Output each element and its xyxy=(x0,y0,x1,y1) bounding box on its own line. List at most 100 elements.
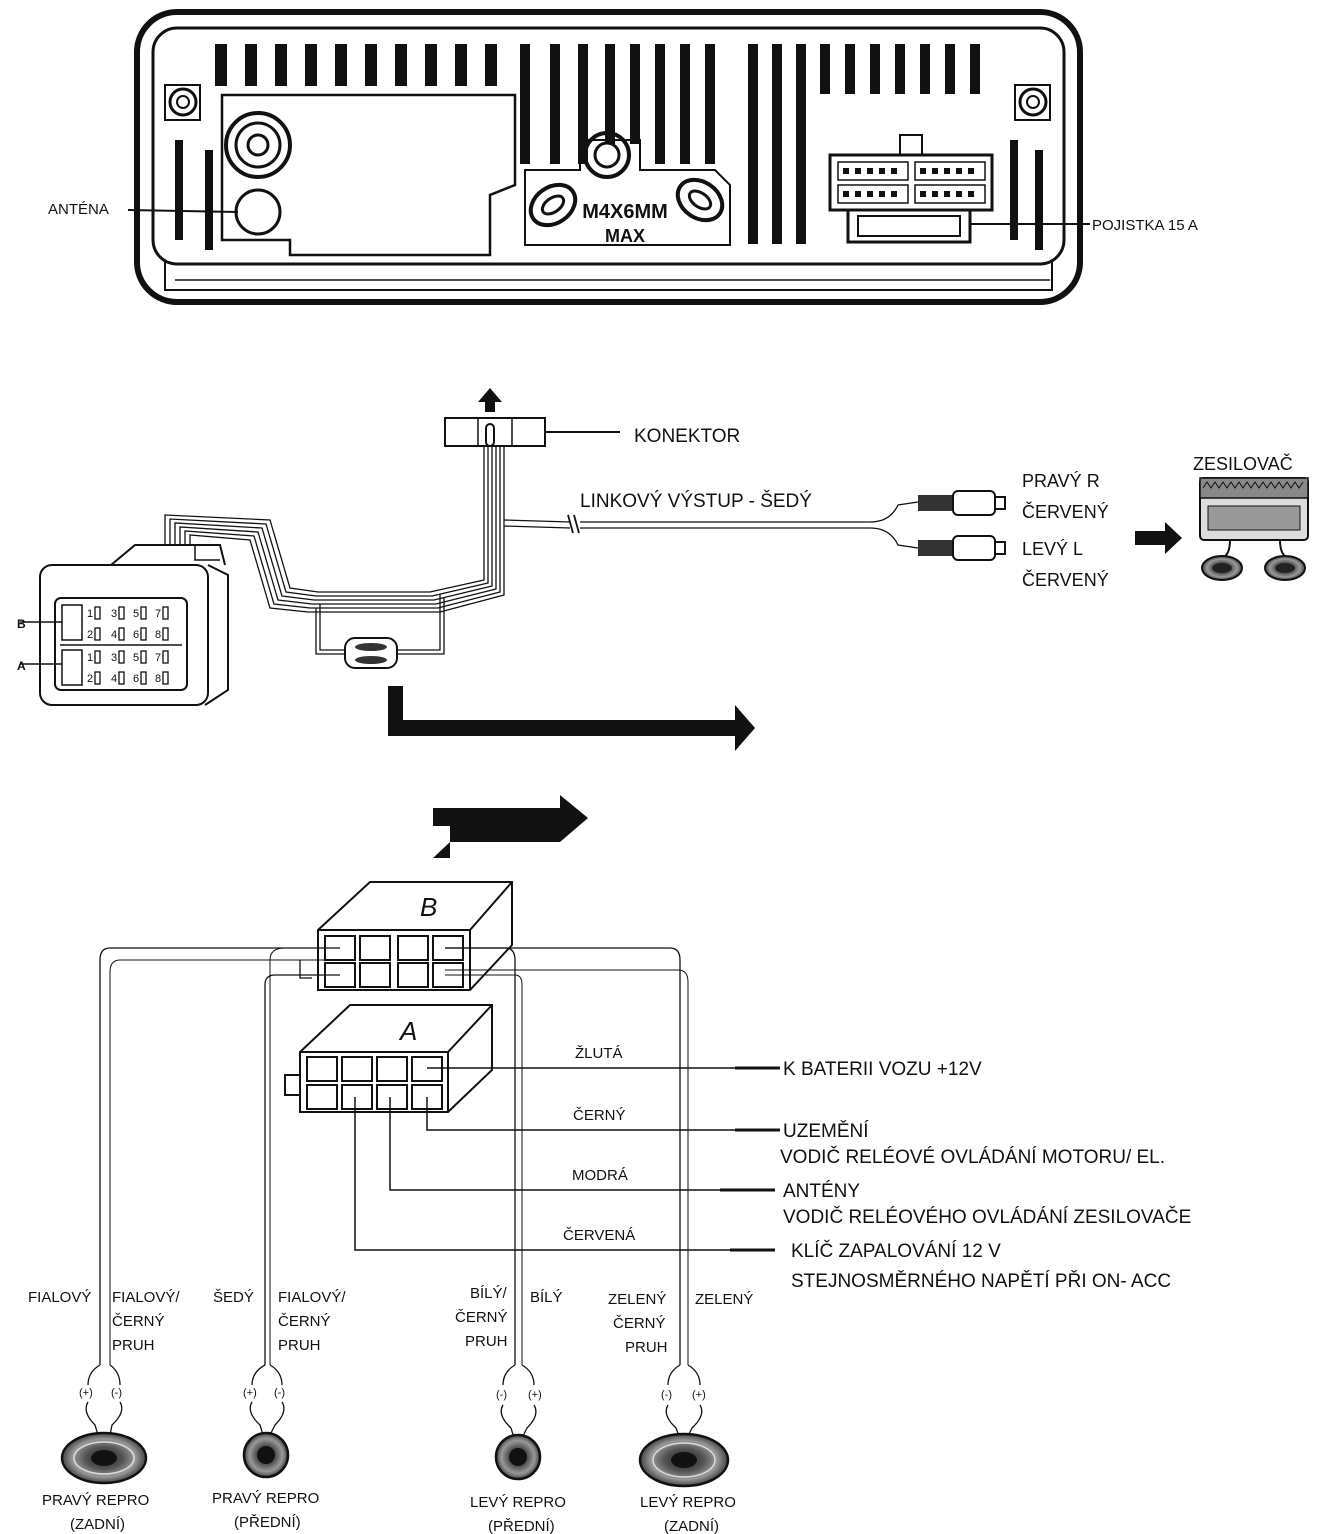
speaker-position: (ZADNÍ) xyxy=(664,1518,719,1534)
wire-label: BÍLÝ/ xyxy=(470,1285,508,1302)
pin-label: 3 xyxy=(111,608,117,620)
harness-bundle xyxy=(164,446,505,655)
speaker-left-front: (-) (+) LEVÝ REPRO (PŘEDNÍ) xyxy=(470,1364,566,1534)
amplifier-icon: ZESILOVAČ xyxy=(1193,453,1309,581)
iso-socket xyxy=(828,134,994,212)
polarity-plus: (+) xyxy=(692,1389,706,1401)
polarity-plus: (+) xyxy=(79,1387,93,1399)
wire-label: ČERNÝ xyxy=(278,1313,331,1330)
speaker-position: (PŘEDNÍ) xyxy=(488,1518,555,1534)
amplifier-label: ZESILOVAČ xyxy=(1193,453,1293,474)
wire-label: BÍLÝ xyxy=(530,1289,563,1306)
iso-connector-small: B A 1 3 5 7 2 4 6 8 1 3 5 7 2 4 6 8 xyxy=(17,544,229,706)
speaker-position: (ZADNÍ) xyxy=(70,1516,125,1533)
wire-label: ČERNÝ xyxy=(613,1315,666,1332)
polarity-minus: (-) xyxy=(496,1389,507,1401)
block-b-label: B xyxy=(420,892,437,922)
polarity-minus: (-) xyxy=(274,1387,285,1399)
speaker-right-front: (+) (-) PRAVÝ REPRO (PŘEDNÍ) xyxy=(212,1364,319,1531)
polarity-minus: (-) xyxy=(111,1387,122,1399)
row-a-label: A xyxy=(17,659,26,673)
wire-label: PRUH xyxy=(112,1337,155,1354)
power-desc-3: VODIČ RELÉOVÉ OVLÁDÁNÍ MOTORU/ EL. xyxy=(780,1146,1165,1168)
heat-sink-fins xyxy=(175,44,1043,250)
iso-block-a: A xyxy=(284,1004,493,1113)
line-out-cable xyxy=(503,501,919,549)
power-desc-4: ANTÉNY xyxy=(783,1181,860,1202)
center-screw-mount: M4X6MM MAX xyxy=(524,131,731,246)
iso-block-b: B xyxy=(317,881,513,991)
rca-plug-right xyxy=(918,490,1006,516)
wire-label: PRUH xyxy=(278,1337,321,1354)
screw-max-label: MAX xyxy=(605,226,645,246)
polarity-minus: (-) xyxy=(661,1389,672,1401)
wire-yellow-label: ŽLUTÁ xyxy=(575,1045,623,1062)
bent-arrow-bar xyxy=(433,808,563,826)
polarity-plus: (+) xyxy=(528,1389,542,1401)
wire-label: ČERNÝ xyxy=(455,1309,508,1326)
bent-arrow-up-icon xyxy=(433,795,588,858)
rca-plug-left xyxy=(918,535,1006,561)
pin-label: 4 xyxy=(111,673,117,685)
fuse-label: POJISTKA 15 A xyxy=(1092,217,1198,234)
power-desc-2: UZEMĚNÍ xyxy=(783,1120,869,1142)
wire-label: PRUH xyxy=(625,1339,668,1356)
mounting-bolt-right xyxy=(1014,84,1051,121)
pin-label: 8 xyxy=(155,673,161,685)
pin-label: 2 xyxy=(87,673,93,685)
antenna-label: ANTÉNA xyxy=(48,201,109,218)
pin-label: 6 xyxy=(133,629,139,641)
pin-label: 7 xyxy=(155,608,161,620)
pin-label: 7 xyxy=(155,652,161,664)
konektor-label: KONEKTOR xyxy=(634,426,740,447)
pin-label: 3 xyxy=(111,652,117,664)
right-arrow-icon xyxy=(1135,522,1182,554)
pin-label: 2 xyxy=(87,629,93,641)
wire-label: FIALOVÝ xyxy=(28,1289,91,1306)
polarity-plus: (+) xyxy=(243,1387,257,1399)
wire-label: PRUH xyxy=(465,1333,508,1350)
line-out-label: LINKOVÝ VÝSTUP - ŠEDÝ xyxy=(580,490,812,512)
speaker-wires xyxy=(99,947,689,1365)
wire-label: ČERNÝ xyxy=(112,1313,165,1330)
wire-label: ZELENÝ xyxy=(695,1291,753,1308)
wire-label: FIALOVÝ/ xyxy=(278,1289,346,1306)
speaker-position: (PŘEDNÍ) xyxy=(234,1514,301,1531)
speaker-name: LEVÝ REPRO xyxy=(640,1494,736,1511)
row-b-label: B xyxy=(17,617,26,631)
bent-arrow-icon xyxy=(388,686,755,751)
screw-size-label: M4X6MM xyxy=(582,201,668,223)
wire-label: FIALOVÝ/ xyxy=(112,1289,180,1306)
power-desc-7: STEJNOSMĚRNÉHO NAPĚTÍ PŘI ON- ACC xyxy=(791,1270,1171,1292)
konektor-plug xyxy=(444,417,546,447)
line-out-section: KONEKTOR xyxy=(164,388,1309,669)
speaker-left-rear: (-) (+) LEVÝ REPRO (ZADNÍ) xyxy=(638,1364,736,1534)
power-desc-1: K BATERII VOZU +12V xyxy=(783,1059,982,1080)
speaker-right-rear: (+) (-) PRAVÝ REPRO (ZADNÍ) xyxy=(42,1364,149,1533)
mounting-bolt-left xyxy=(164,84,201,121)
wire-blue-label: MODRÁ xyxy=(572,1167,628,1184)
pin-label: 5 xyxy=(133,608,139,620)
speaker-name: PRAVÝ REPRO xyxy=(212,1490,319,1507)
speaker-name: PRAVÝ REPRO xyxy=(42,1492,149,1509)
inline-filter xyxy=(344,637,398,669)
pin-label: 1 xyxy=(87,652,93,664)
pin-label: 6 xyxy=(133,673,139,685)
rca-left-label-1: LEVÝ L xyxy=(1022,539,1083,559)
pin-label: 1 xyxy=(87,608,93,620)
speaker-name: LEVÝ REPRO xyxy=(470,1494,566,1511)
fuse-holder xyxy=(846,208,972,244)
rca-left-label-2: ČERVENÝ xyxy=(1022,569,1109,590)
rca-right-label-1: PRAVÝ R xyxy=(1022,471,1100,491)
pin-label: 4 xyxy=(111,629,117,641)
antenna-socket xyxy=(224,111,292,236)
pin-label: 8 xyxy=(155,629,161,641)
power-desc-6: KLÍČ ZAPALOVÁNÍ 12 V xyxy=(791,1240,1001,1262)
rca-right-label-2: ČERVENÝ xyxy=(1022,501,1109,522)
wire-label: ŠEDÝ xyxy=(213,1289,254,1306)
head-unit-rear-view: M4X6MM MAX ANTÉNA POJISTKA 15 A xyxy=(48,9,1198,305)
block-a-label: A xyxy=(398,1016,417,1046)
wire-label: ZELENÝ xyxy=(608,1291,666,1308)
wire-black-label: ČERNÝ xyxy=(573,1107,626,1124)
